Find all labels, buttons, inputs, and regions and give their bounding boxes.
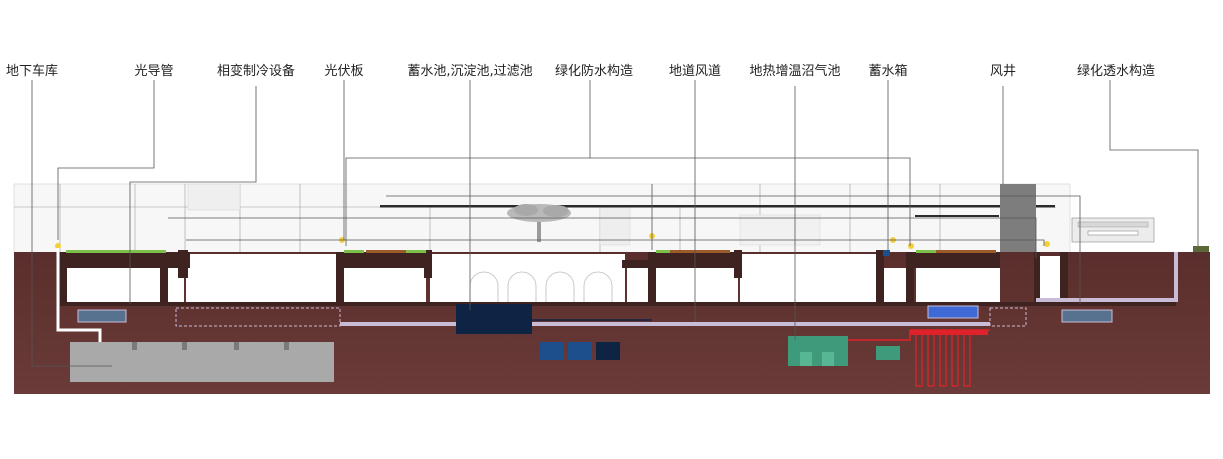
label-wind-shaft: 风井 bbox=[990, 64, 1016, 79]
label-geothermal-biogas: 地热增温沼气池 bbox=[749, 63, 840, 79]
right-end-block bbox=[1193, 246, 1209, 256]
label-water-tank: 蓄水箱 bbox=[868, 63, 907, 79]
basement-window-left bbox=[77, 309, 127, 323]
label-phase-change-cooling: 相变制冷设备 bbox=[217, 63, 295, 79]
arches bbox=[469, 271, 613, 304]
underground-garage bbox=[70, 342, 334, 382]
tree bbox=[507, 204, 571, 242]
basement-window-center bbox=[927, 305, 979, 319]
earth-tunnel-duct bbox=[175, 252, 1178, 327]
structure bbox=[60, 250, 1176, 306]
basement-window-right bbox=[1061, 309, 1113, 323]
water-tank-small bbox=[883, 250, 890, 256]
leader-lines bbox=[31, 80, 1199, 367]
label-underground-garage: 地下车库 bbox=[6, 63, 58, 79]
label-photovoltaic-panel: 光伏板 bbox=[324, 64, 363, 79]
labels: 地下车库 光导管 相变制冷设备 光伏板 蓄水池,沉淀池,过滤池 绿化防水构造 地… bbox=[6, 63, 1155, 79]
label-green-permeable: 绿化透水构造 bbox=[1077, 64, 1155, 79]
light-pipe bbox=[56, 248, 102, 342]
water-storage-tanks bbox=[456, 304, 652, 360]
label-earth-tunnel-duct: 地道风道 bbox=[669, 64, 721, 79]
green-roof bbox=[66, 250, 936, 253]
deck bbox=[366, 250, 996, 253]
label-light-pipe: 光导管 bbox=[134, 64, 173, 79]
label-green-waterproof: 绿化防水构造 bbox=[555, 63, 633, 79]
geothermal-biogas bbox=[788, 329, 990, 387]
label-water-tanks: 蓄水池,沉淀池,过滤池 bbox=[407, 64, 532, 79]
basement-interiors bbox=[66, 254, 1066, 304]
